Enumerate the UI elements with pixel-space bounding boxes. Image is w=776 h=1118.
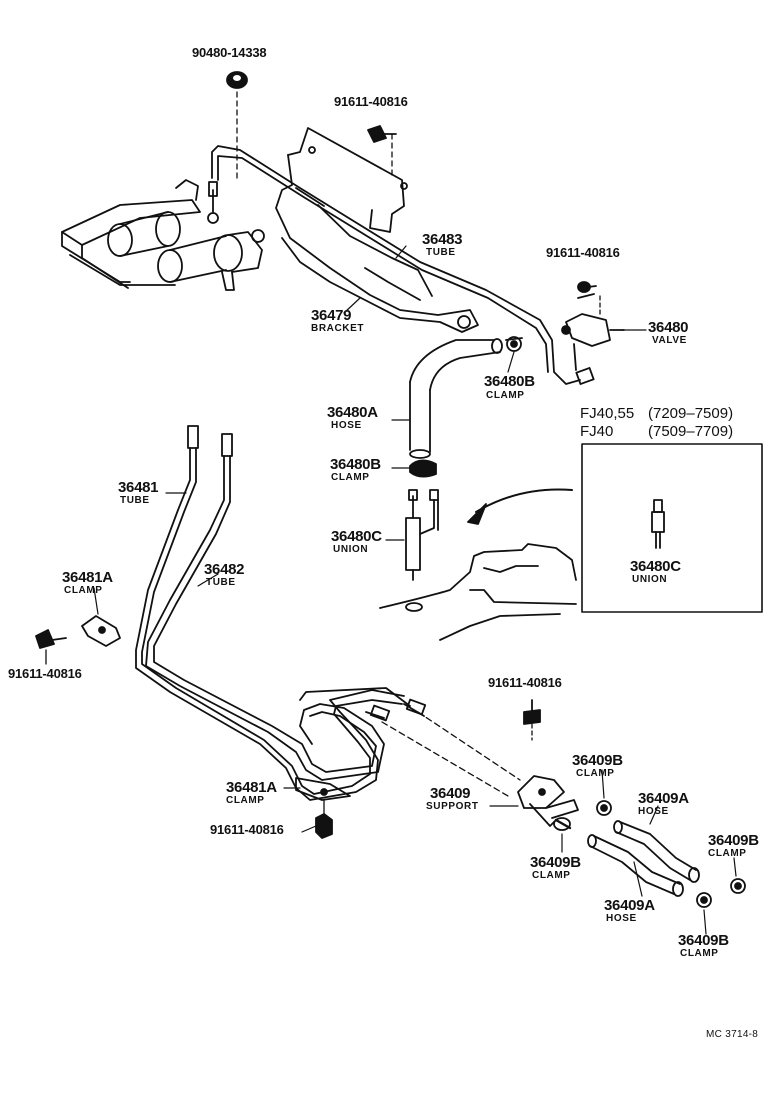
part-number-36480A: 36480A — [327, 404, 378, 421]
inset-frame — [581, 443, 763, 613]
part-name-36409: SUPPORT — [426, 801, 479, 812]
part-name-36480B-top: CLAMP — [486, 390, 525, 401]
leader-lines — [93, 245, 737, 935]
arrow-to-union — [467, 488, 573, 525]
grommet-part — [226, 71, 248, 183]
clamp-36481A-top — [81, 615, 121, 647]
bolt-support — [523, 699, 541, 741]
tube-36482 — [145, 433, 427, 781]
part-number-36409B-c: 36409B — [708, 832, 759, 849]
part-name-36409B-a: CLAMP — [576, 768, 615, 779]
clamp-36409B-b — [553, 817, 572, 831]
part-number-36480B-mid: 36480B — [330, 456, 381, 473]
bolt-bottom — [315, 799, 333, 839]
engine-fragment — [379, 543, 577, 641]
part-name-36409B-c: CLAMP — [708, 848, 747, 859]
inset-part-name: UNION — [632, 574, 668, 585]
filter-canister-assembly — [61, 179, 265, 291]
part-number-36409B-a: 36409B — [572, 752, 623, 769]
part-name-36482: TUBE — [206, 577, 236, 588]
part-name-36480C: UNION — [333, 544, 369, 555]
part-name-36481A-top: CLAMP — [64, 585, 103, 596]
bolt-left — [35, 629, 67, 665]
part-number-36480C: 36480C — [331, 528, 382, 545]
part-name-36409A-upper: HOSE — [638, 806, 669, 817]
part-number-36481A-bottom: 36481A — [226, 779, 277, 796]
part-name-36480A: HOSE — [331, 420, 362, 431]
support-36409 — [381, 711, 579, 827]
clamp-36409B-d — [696, 892, 712, 908]
part-number-91611-bottom: 91611-40816 — [210, 822, 284, 837]
bracket-part — [275, 127, 479, 333]
inset-model-1: FJ40,55 — [580, 405, 635, 422]
part-number-91611-top: 91611-40816 — [334, 94, 408, 109]
hose-36409A-upper — [613, 820, 700, 883]
part-name-36481: TUBE — [120, 495, 150, 506]
hose-36409A-lower — [587, 834, 684, 897]
part-number-36481: 36481 — [118, 479, 159, 496]
part-name-36409B-d: CLAMP — [680, 948, 719, 959]
bolt-top — [367, 125, 397, 179]
inset-part-number: 36480C — [630, 558, 681, 575]
part-name-36481A-bottom: CLAMP — [226, 795, 265, 806]
part-name-36479: BRACKET — [311, 323, 365, 334]
part-number-36479: 36479 — [311, 307, 352, 324]
part-number-36483: 36483 — [422, 231, 463, 248]
part-number-36409A-upper: 36409A — [638, 790, 689, 807]
tube-36483 — [211, 145, 595, 385]
part-name-36409B-b: CLAMP — [532, 870, 571, 881]
part-number-36482: 36482 — [204, 561, 245, 578]
part-number-36480B-top: 36480B — [484, 373, 535, 390]
part-number-36409A-lower: 36409A — [604, 897, 655, 914]
clamp-36409B-c — [730, 878, 746, 894]
part-number-91611-valve: 91611-40816 — [546, 245, 620, 260]
drawing-reference: MC 3714-8 — [706, 1029, 759, 1040]
part-number-36409B-b: 36409B — [530, 854, 581, 871]
valve-part — [561, 281, 625, 347]
hose-36480A — [409, 338, 503, 459]
union-part — [405, 489, 439, 581]
part-number-36409B-d: 36409B — [678, 932, 729, 949]
inset-range-2: (7509–7709) — [648, 423, 734, 440]
part-number-91611-support: 91611-40816 — [488, 675, 562, 690]
part-number-36409: 36409 — [430, 785, 471, 802]
part-name-36483: TUBE — [426, 247, 456, 258]
part-number-36481A-top: 36481A — [62, 569, 113, 586]
part-name-36480: VALVE — [652, 335, 687, 346]
part-name-36409A-lower: HOSE — [606, 913, 637, 924]
part-name-36480B-mid: CLAMP — [331, 472, 370, 483]
clamp-36480B-top — [505, 336, 523, 352]
clamp-36409B-a — [596, 800, 612, 816]
part-number-91611-left: 91611-40816 — [8, 666, 82, 681]
part-number-90480-14338: 90480-14338 — [192, 45, 267, 60]
part-number-36480: 36480 — [648, 319, 689, 336]
inset-model-2: FJ40 — [580, 423, 614, 440]
inset-range-1: (7209–7509) — [648, 405, 734, 422]
clamp-36480B-mid — [409, 459, 437, 478]
